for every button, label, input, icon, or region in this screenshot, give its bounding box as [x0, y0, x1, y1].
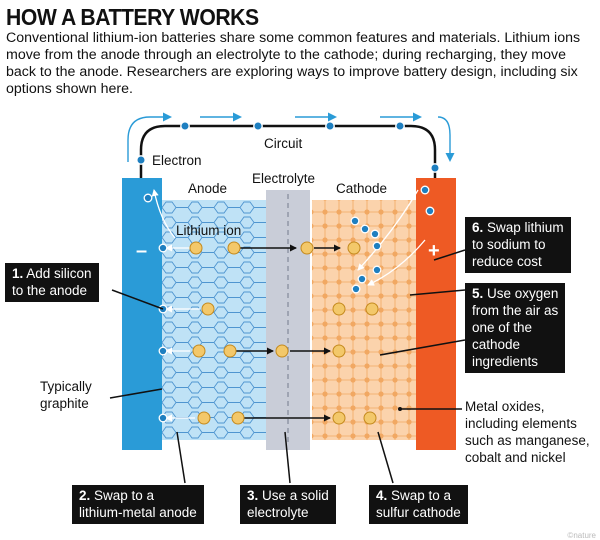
lithium-ion-label: Lithium ion	[176, 223, 242, 238]
callout-6-sodium: 6. Swap lithium to sodium to reduce cost	[465, 217, 571, 273]
credit-text: ©nature	[567, 531, 596, 540]
electrolyte-label: Electrolyte	[252, 171, 316, 186]
anode-label: Anode	[188, 181, 228, 196]
callout-1-silicon-anode: 1. Add silicon to the anode	[5, 263, 99, 302]
cathode-label: Cathode	[336, 181, 388, 196]
electron-label: Electron	[152, 153, 202, 168]
metal-oxides-label: Metal oxides, including elements such as…	[465, 399, 590, 465]
anode-electrode	[122, 178, 162, 450]
cathode-electrode	[416, 178, 456, 450]
circuit-label: Circuit	[264, 136, 303, 151]
page-title: HOW A BATTERY WORKS	[6, 4, 259, 30]
minus-sign: –	[136, 240, 148, 262]
circuit-wire	[139, 124, 437, 178]
intro-text: Conventional lithium-ion batteries share…	[6, 30, 581, 97]
callout-5-oxygen-cathode: 5. Use oxygen from the air as one of the…	[465, 283, 566, 373]
callout-3-solid-electrolyte: 3. Use a solid electrolyte	[240, 485, 336, 524]
callout-2-lithium-metal-anode: 2. Swap to a lithium-metal anode	[72, 485, 204, 524]
graphite-label: Typically graphite	[40, 379, 92, 411]
callout-4-sulfur-cathode: 4. Swap to a sulfur cathode	[369, 485, 468, 524]
plus-sign: +	[428, 240, 440, 262]
